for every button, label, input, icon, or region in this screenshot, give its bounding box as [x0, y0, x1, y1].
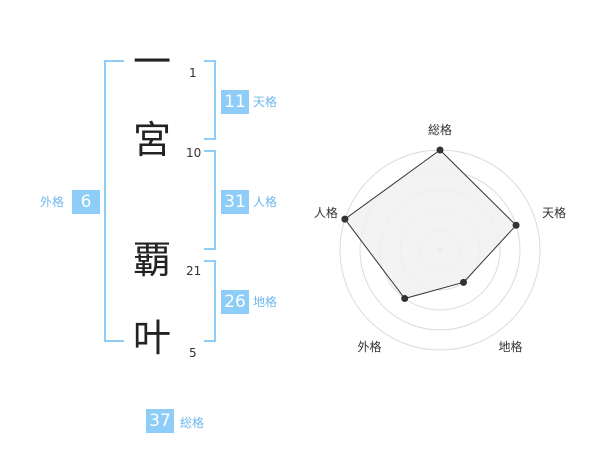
tenkaku-bracket-bottom — [204, 138, 216, 140]
soukaku-value-badge: 37 — [146, 409, 174, 433]
radar-axis-label-5: 人格 — [314, 205, 338, 220]
radar-axis-label-2: 天格 — [542, 205, 566, 220]
radar-point-3 — [460, 278, 468, 286]
radar-points — [341, 146, 520, 303]
stroke-count-1: 1 — [189, 66, 197, 80]
name-char-3: 覇 — [132, 238, 171, 282]
radar-point-4 — [401, 295, 409, 303]
jinkaku-value-badge: 31 — [221, 190, 249, 214]
radar-axis-label-3: 地格 — [499, 339, 523, 354]
radar-point-5 — [341, 215, 349, 223]
jinkaku-bracket-top — [204, 150, 216, 152]
tenkaku-bracket-top — [204, 60, 216, 62]
chikaku-bracket-top — [204, 260, 216, 262]
jinkaku-bracket-bottom — [204, 248, 216, 250]
stroke-count-3: 21 — [186, 264, 202, 278]
name-char-2: 宮 — [132, 118, 171, 162]
stroke-count-4: 5 — [189, 346, 197, 360]
gaikaku-bracket-top — [104, 60, 124, 62]
gaikaku-label: 外格 — [40, 195, 65, 209]
chikaku-value-badge: 26 — [221, 290, 249, 314]
name-char-4: 叶 — [132, 316, 171, 360]
gaikaku-value-badge: 6 — [72, 190, 100, 214]
stroke-count-2: 10 — [186, 146, 202, 160]
soukaku-label: 総格 — [180, 416, 205, 430]
radar-polygon-group — [344, 149, 517, 300]
radar-axis-label-4: 外格 — [357, 339, 381, 354]
radar-point-2 — [512, 221, 520, 229]
tenkaku-value-badge: 11 — [221, 90, 249, 114]
tenkaku-label: 天格 — [253, 95, 278, 109]
tenkaku-bracket-line — [214, 60, 216, 140]
jinkaku-bracket-line — [214, 150, 216, 250]
chikaku-bracket-line — [214, 260, 216, 342]
gaikaku-bracket-line — [104, 60, 106, 342]
gaikaku-bracket-bottom — [104, 340, 124, 342]
name-char-1: 一 — [132, 40, 171, 84]
chikaku-bracket-bottom — [204, 340, 216, 342]
jinkaku-label: 人格 — [253, 195, 278, 209]
radar-point-1 — [436, 146, 444, 154]
radar-axis-label-1: 総格 — [428, 122, 452, 137]
chikaku-label: 地格 — [253, 295, 278, 309]
radar-series-polygon — [344, 149, 517, 300]
